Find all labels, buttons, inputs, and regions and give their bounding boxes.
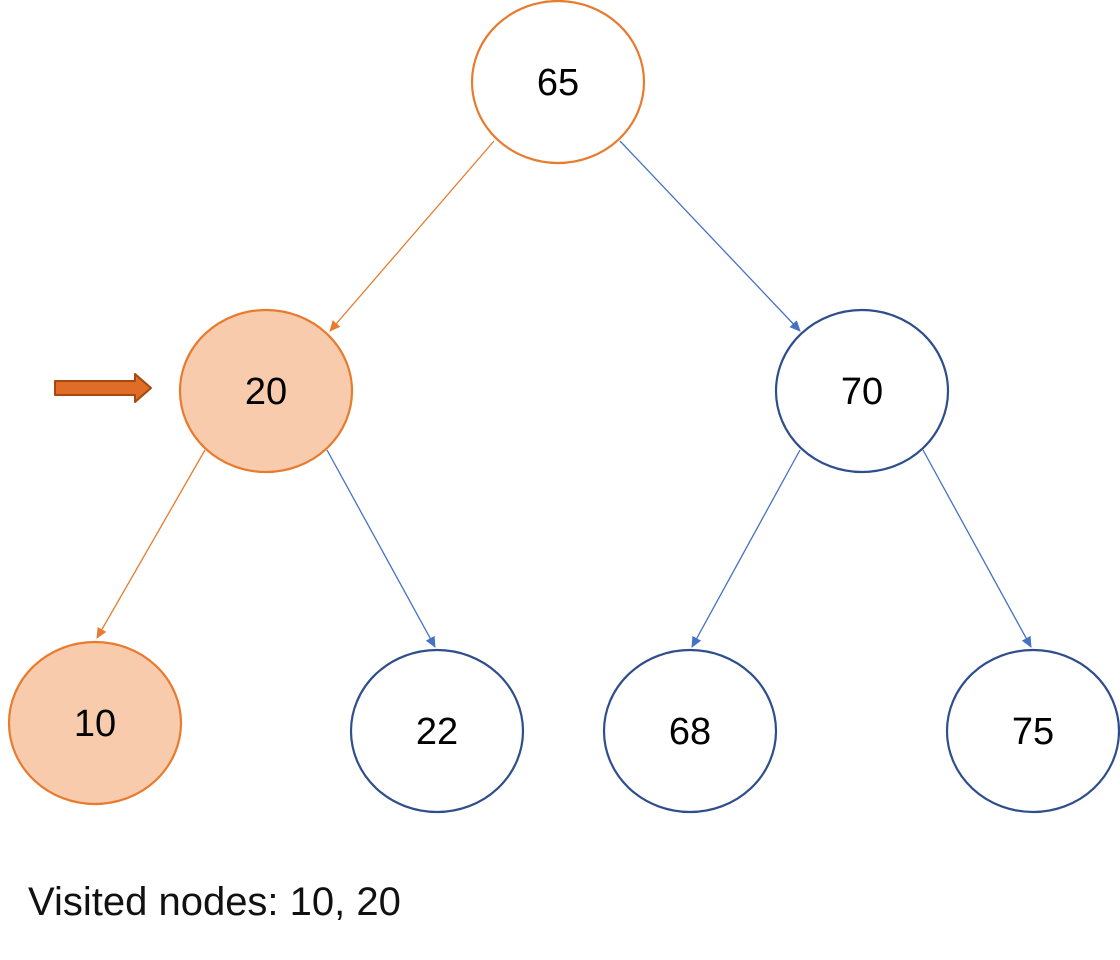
current-node-pointer [54, 373, 152, 403]
node-circle-10 [7, 640, 183, 806]
edge-20-to-22 [326, 449, 436, 648]
node-circle-70 [774, 308, 950, 474]
edge-65-to-70 [619, 140, 801, 332]
tree-node-70: 70 [774, 308, 950, 474]
visited-nodes-caption: Visited nodes: 10, 20 [28, 880, 401, 924]
tree-node-68: 68 [602, 648, 778, 814]
node-label-22: 22 [416, 711, 458, 753]
node-circle-68 [602, 648, 778, 814]
node-label-20: 20 [245, 371, 287, 413]
node-label-70: 70 [841, 371, 883, 413]
tree-node-65: 65 [470, 0, 646, 165]
node-label-68: 68 [669, 711, 711, 753]
nodes-layer: 65 20 70 10 22 68 75 [7, 0, 1120, 814]
edges-layer [96, 140, 1032, 648]
edge-65-to-20 [329, 140, 495, 332]
node-circle-65 [470, 0, 646, 165]
edge-70-to-68 [691, 449, 801, 648]
node-circle-75 [945, 648, 1120, 814]
edge-20-to-10 [96, 449, 206, 639]
pointer-arrow-icon [54, 373, 152, 403]
node-circle-20 [178, 308, 354, 474]
node-label-10: 10 [74, 703, 116, 745]
edge-70-to-75 [922, 449, 1032, 648]
node-label-65: 65 [537, 62, 579, 104]
tree-node-75: 75 [945, 648, 1120, 814]
node-circle-22 [349, 648, 525, 814]
tree-node-10: 10 [7, 640, 183, 806]
tree-node-22: 22 [349, 648, 525, 814]
node-label-75: 75 [1012, 711, 1054, 753]
tree-node-20: 20 [178, 308, 354, 474]
